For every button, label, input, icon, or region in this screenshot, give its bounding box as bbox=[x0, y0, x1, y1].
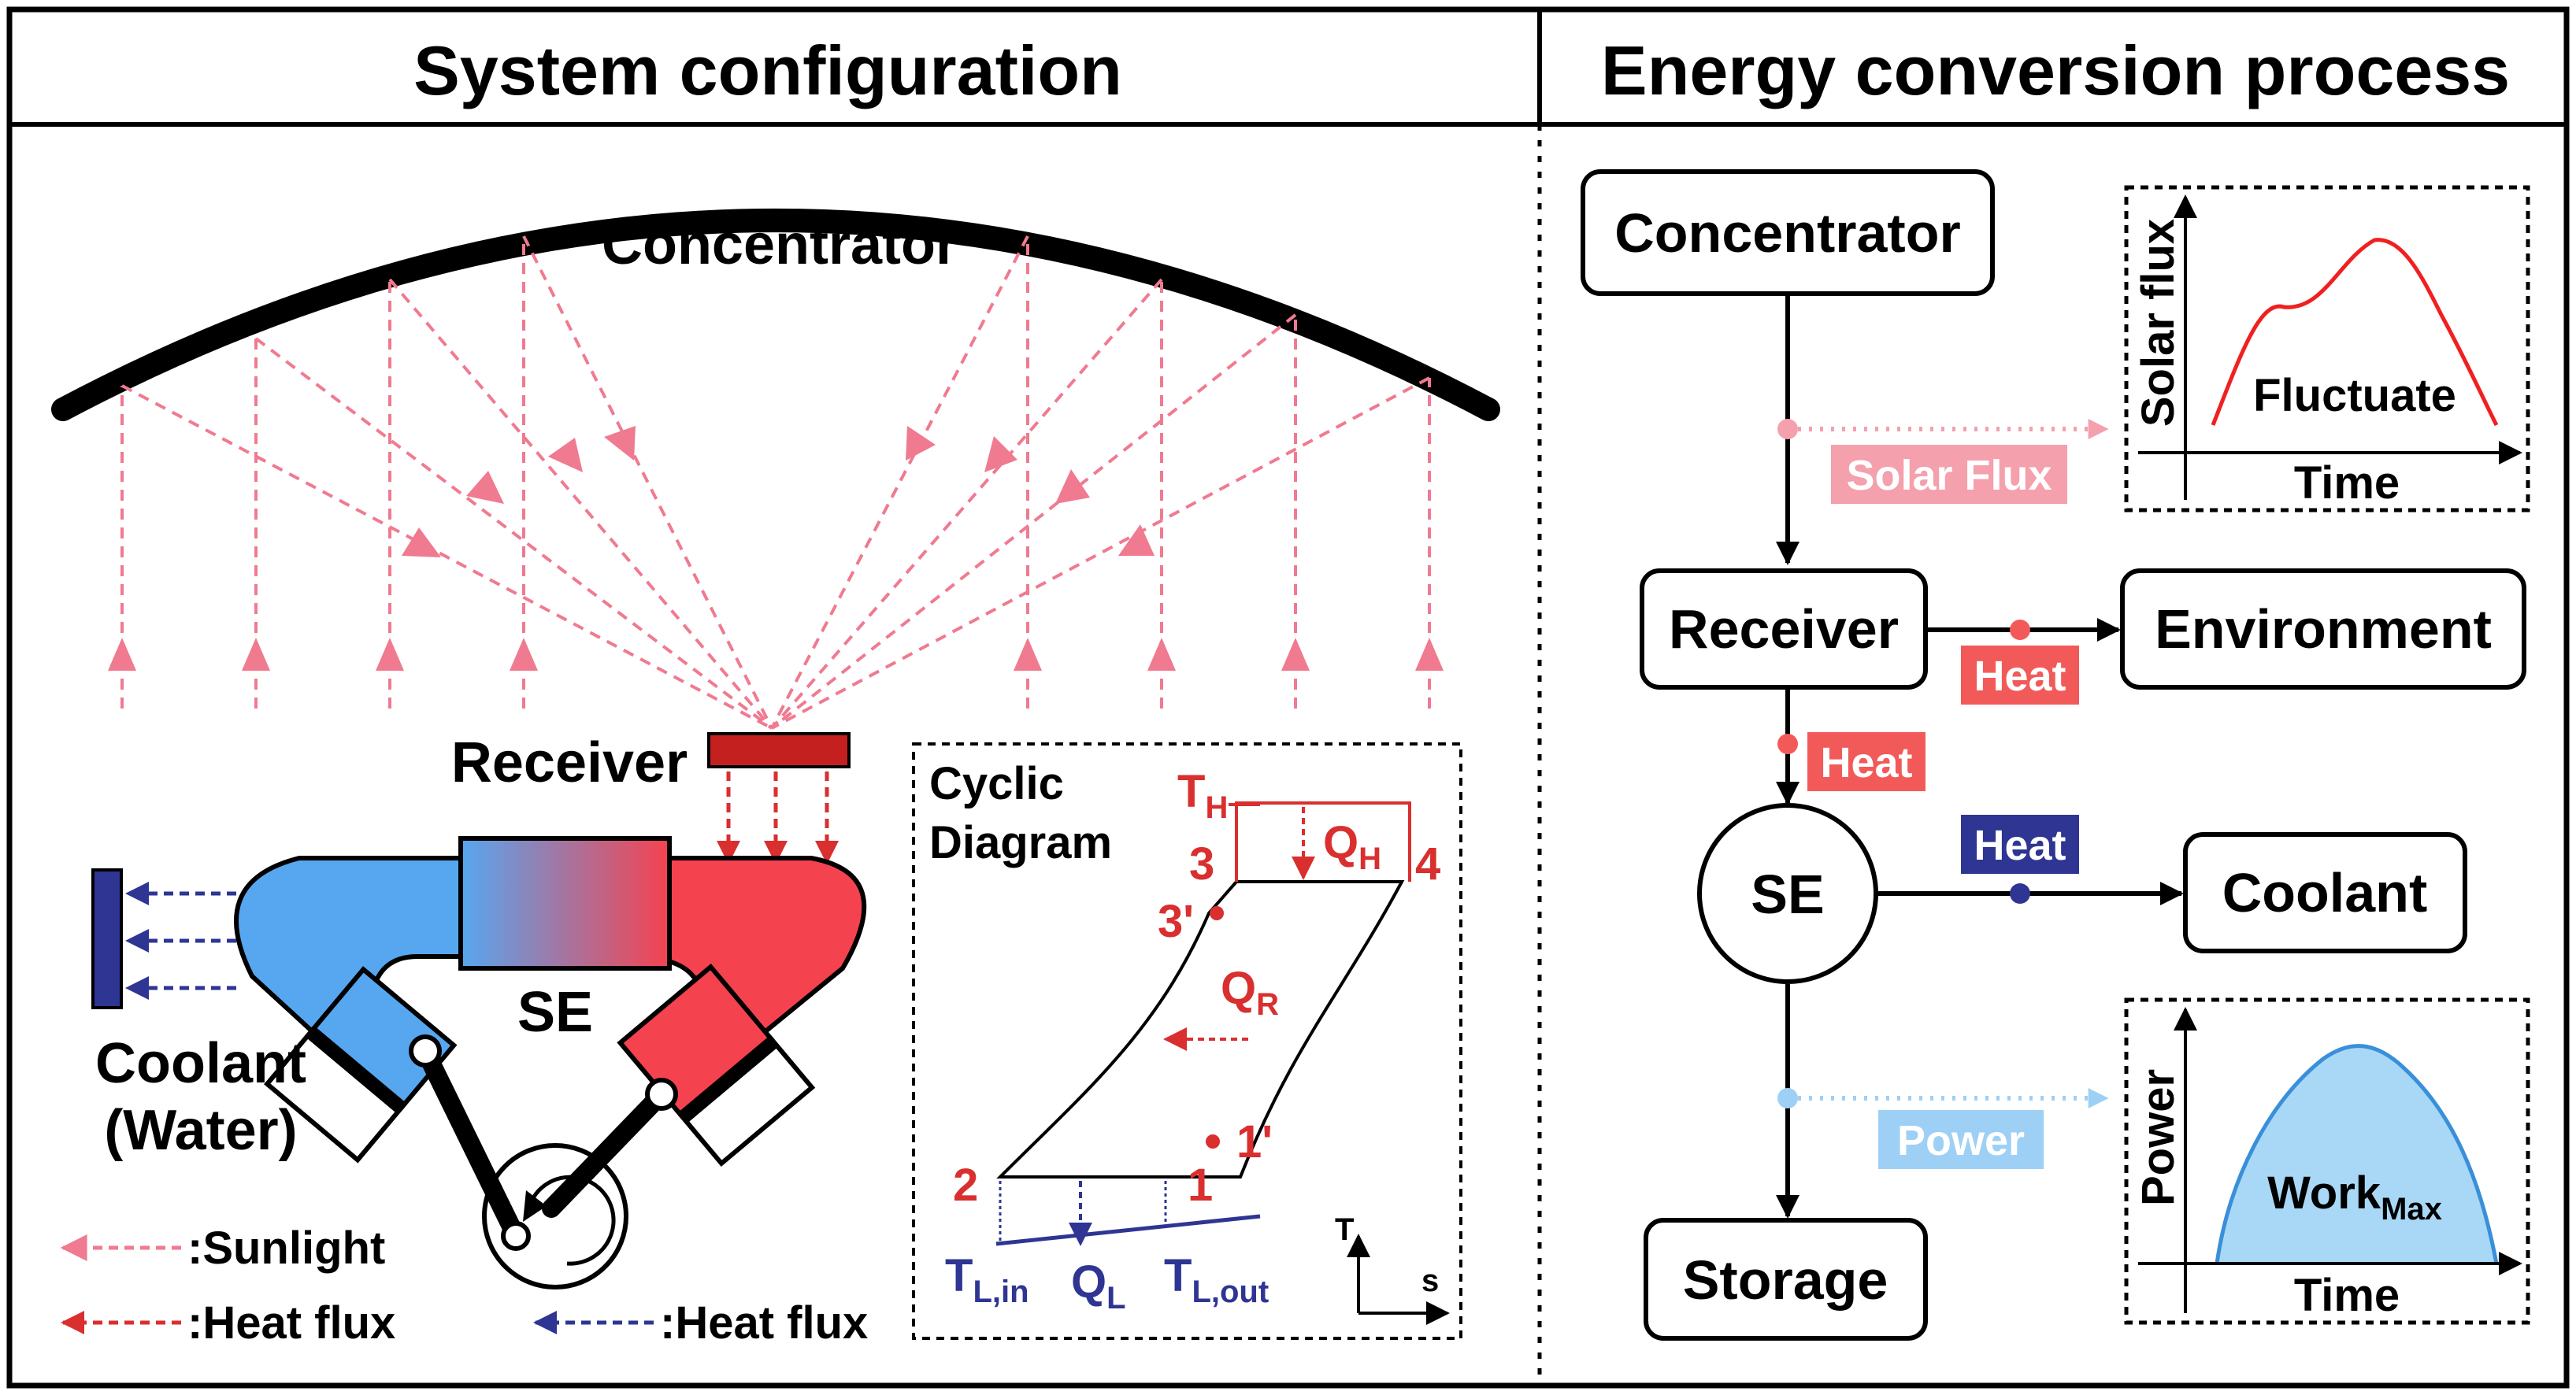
solar-flux-dot bbox=[1777, 419, 1798, 439]
point-1prime bbox=[1206, 1134, 1220, 1149]
tag-solar-flux-text: Solar Flux bbox=[1846, 452, 2052, 499]
outer-frame bbox=[6, 6, 2570, 1389]
power-area bbox=[2217, 1045, 2496, 1264]
power-chart-frame bbox=[2124, 997, 2530, 1325]
point-1prime-label: 1' bbox=[1236, 1116, 1273, 1167]
se-label: SE bbox=[517, 981, 593, 1044]
concentrator-label: Concentrator bbox=[602, 213, 958, 276]
cyclic-diagram: Cyclic Diagram TH QH QR QL TL,in TL,out … bbox=[912, 742, 1462, 1340]
right-panel-title: Energy conversion process bbox=[1601, 31, 2510, 109]
heat-se-dot bbox=[1777, 734, 1798, 754]
cyclic-diagram-frame bbox=[912, 742, 1462, 1340]
node-storage-label: Storage bbox=[1683, 1249, 1888, 1311]
tag-heat-env bbox=[1961, 646, 2079, 705]
point-3prime-label: 3' bbox=[1158, 896, 1194, 947]
power-ylabel: Power bbox=[2133, 1069, 2184, 1206]
coolant-label-line1: Coolant bbox=[95, 1032, 306, 1095]
left-panel-title: System configuration bbox=[413, 31, 1122, 109]
tag-power-text: Power bbox=[1897, 1117, 2025, 1164]
cycle-path bbox=[996, 880, 1405, 1179]
tl-in-label: TL,in bbox=[945, 1250, 1029, 1309]
s-axis-label: s bbox=[1421, 1264, 1439, 1298]
node-concentrator bbox=[1581, 169, 1995, 296]
heat-env-dot bbox=[2010, 620, 2030, 640]
power-area-label: WorkMax bbox=[2267, 1167, 2442, 1227]
ql-label: QL bbox=[1071, 1256, 1126, 1315]
legend-heat-hot-text: :Heat flux bbox=[187, 1297, 395, 1349]
coolant-block bbox=[91, 868, 123, 1009]
tag-heat-coolant bbox=[1961, 815, 2079, 874]
node-coolant-label: Coolant bbox=[2222, 862, 2428, 923]
tag-power bbox=[1878, 1110, 2044, 1169]
node-se bbox=[1697, 803, 1878, 984]
qh-label: QH bbox=[1323, 817, 1381, 876]
t-axis-label: T bbox=[1335, 1212, 1354, 1247]
node-se-label: SE bbox=[1751, 864, 1824, 925]
tag-heat-se-text: Heat bbox=[1820, 739, 1912, 786]
heat-coolant-dot bbox=[2010, 883, 2030, 904]
solar-flux-ylabel: Solar flux bbox=[2133, 219, 2184, 427]
point-1-label: 1 bbox=[1188, 1160, 1213, 1211]
tl-out-label: TL,out bbox=[1164, 1250, 1269, 1309]
solar-flux-chart-frame bbox=[2124, 185, 2530, 512]
tag-heat-coolant-text: Heat bbox=[1974, 822, 2066, 869]
node-coolant bbox=[2183, 832, 2467, 953]
solar-flux-curve bbox=[2211, 238, 2499, 427]
legend-heat-cold-text: :Heat flux bbox=[660, 1297, 868, 1349]
coolant-label-line2: (Water) bbox=[104, 1099, 297, 1162]
tag-solar-flux bbox=[1831, 445, 2067, 504]
node-receiver-label: Receiver bbox=[1669, 598, 1899, 660]
receiver-heat-arrows bbox=[717, 772, 839, 864]
coolant-heat-arrows bbox=[125, 882, 236, 1000]
receiver-label: Receiver bbox=[451, 731, 688, 794]
node-environment bbox=[2120, 568, 2526, 690]
cyclic-title-line2: Diagram bbox=[929, 817, 1112, 868]
point-3-label: 3 bbox=[1189, 838, 1214, 890]
qr-label: QR bbox=[1221, 963, 1279, 1022]
node-receiver bbox=[1640, 568, 1928, 690]
th-reservoir-line bbox=[1235, 801, 1411, 882]
point-2-label: 2 bbox=[953, 1160, 978, 1211]
sunlight-arrowheads bbox=[108, 638, 1444, 671]
receiver-block bbox=[707, 732, 851, 768]
reflected-ray-arrowheads bbox=[402, 426, 1155, 557]
power-chart: WorkMax Power Time bbox=[2124, 997, 2530, 1325]
power-xlabel: Time bbox=[2294, 1270, 2400, 1321]
point-4-label: 4 bbox=[1415, 838, 1440, 890]
reflected-rays bbox=[121, 235, 1430, 730]
node-environment-label: Environment bbox=[2155, 598, 2492, 660]
power-dot bbox=[1777, 1088, 1798, 1108]
point-3prime bbox=[1210, 906, 1224, 920]
solar-flux-curve-label: Fluctuate bbox=[2253, 370, 2456, 421]
legend-sunlight-text: :Sunlight bbox=[187, 1223, 385, 1274]
node-concentrator-label: Concentrator bbox=[1614, 202, 1960, 264]
tag-heat-env-text: Heat bbox=[1974, 653, 2066, 700]
power-curve bbox=[2215, 1044, 2499, 1264]
stirling-engine bbox=[234, 836, 867, 1290]
legend: :Sunlight :Heat flux :Heat flux bbox=[60, 1223, 868, 1349]
concentrator-dish bbox=[51, 209, 1500, 421]
tag-heat-se bbox=[1807, 732, 1926, 791]
solar-flux-xlabel: Time bbox=[2294, 457, 2400, 509]
tl-reservoir-line bbox=[995, 1214, 1261, 1246]
node-storage bbox=[1644, 1218, 1928, 1341]
cyclic-title-line1: Cyclic bbox=[929, 758, 1064, 809]
solar-flux-chart: Fluctuate Solar flux Time bbox=[2124, 185, 2530, 512]
th-label: TH bbox=[1177, 766, 1228, 825]
